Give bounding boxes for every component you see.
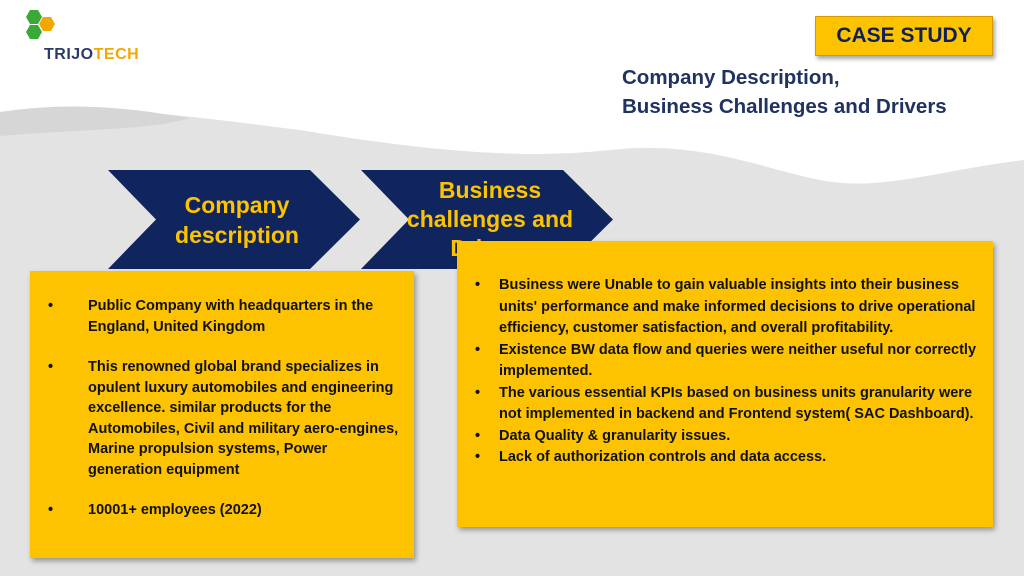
page-title: Company Description, Business Challenges… bbox=[622, 63, 1022, 121]
bullet-icon: • bbox=[48, 502, 54, 518]
bullet-icon: • bbox=[475, 427, 481, 444]
logo-wordmark: TRIJOTECH bbox=[44, 46, 140, 63]
list-item: •10001+ employees (2022) bbox=[48, 500, 400, 521]
chevron-label: Company description bbox=[175, 191, 299, 248]
hexagon-logo-icon bbox=[26, 10, 55, 39]
bullet-icon: • bbox=[475, 341, 481, 358]
list-item: •The various essential KPIs based on bus… bbox=[475, 384, 974, 423]
business-challenges-box: •Business were Unable to gain valuable i… bbox=[457, 241, 993, 527]
list-item: •Data Quality & granularity issues. bbox=[475, 426, 983, 448]
list-item: •Business were Unable to gain valuable i… bbox=[475, 277, 976, 336]
trijotech-logo: TRIJOTECH bbox=[18, 8, 158, 64]
bullet-icon: • bbox=[475, 384, 481, 401]
company-description-box: •Public Company with headquarters in the… bbox=[30, 271, 414, 558]
bullet-icon: • bbox=[48, 298, 54, 314]
list-item: •This renowned global brand specializes … bbox=[48, 359, 399, 478]
title-line-2: Business Challenges and Drivers bbox=[622, 95, 947, 118]
case-study-badge: CASE STUDY bbox=[815, 16, 993, 56]
chevron-company-description: Company description bbox=[108, 170, 360, 269]
bullet-icon: • bbox=[48, 359, 54, 375]
list-item: •Existence BW data flow and queries were… bbox=[475, 341, 977, 380]
bullet-icon: • bbox=[475, 277, 481, 293]
list-item: •Public Company with headquarters in the… bbox=[48, 298, 374, 335]
title-line-1: Company Description, bbox=[622, 66, 840, 89]
list-item: •Lack of authorization controls and data… bbox=[475, 447, 983, 469]
bullet-icon: • bbox=[475, 449, 481, 465]
